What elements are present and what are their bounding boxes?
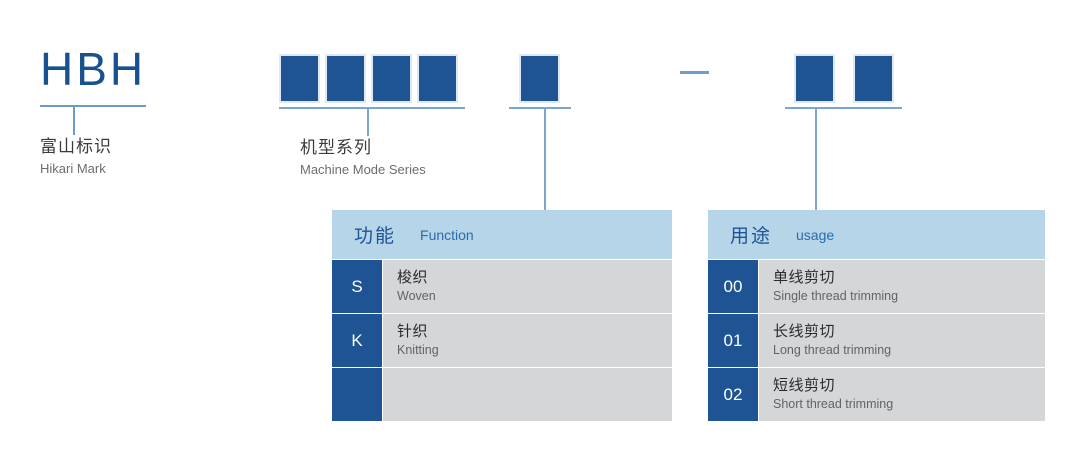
table-row[interactable]: 00 单线剪切 Single thread trimming (708, 260, 1045, 313)
usage-row-cn: 长线剪切 (773, 323, 836, 340)
series-caption-en: Machine Mode Series (300, 162, 426, 177)
function-row-code: K (332, 314, 382, 367)
usage-connector-stem (815, 107, 817, 212)
table-row[interactable]: 01 长线剪切 Long thread trimming (708, 314, 1045, 367)
function-header-cn: 功能 (354, 226, 397, 247)
function-connector-stem (544, 107, 546, 212)
separator-dash (680, 71, 709, 74)
brand-code-text: HBH (40, 43, 147, 95)
function-table-header: 功能 Function (332, 210, 672, 259)
table-row[interactable]: K 针织 Knitting (332, 314, 672, 367)
brand-bracket-line (40, 105, 146, 107)
series-bracket-line (279, 107, 465, 109)
usage-header-cn: 用途 (730, 226, 773, 247)
usage-row-desc: 单线剪切 Single thread trimming (759, 260, 1045, 313)
function-bracket-line (509, 107, 571, 109)
function-row-code (332, 368, 382, 421)
usage-box-2[interactable] (853, 54, 894, 103)
series-box-1[interactable] (279, 54, 320, 103)
usage-row-desc: 短线剪切 Short thread trimming (759, 368, 1045, 421)
function-row-en: Knitting (397, 343, 439, 357)
table-row[interactable]: S 梭织 Woven (332, 260, 672, 313)
usage-row-en: Short thread trimming (773, 397, 894, 411)
usage-box-1[interactable] (794, 54, 835, 103)
usage-row-code: 02 (708, 368, 758, 421)
function-row-desc: 梭织 Woven (383, 260, 672, 313)
usage-table: 用途 usage 00 单线剪切 Single thread trimming … (708, 210, 1045, 421)
function-box[interactable] (519, 54, 560, 103)
series-caption-cn: 机型系列 (300, 138, 372, 157)
series-box-2[interactable] (325, 54, 366, 103)
function-row-cn: 梭织 (397, 269, 429, 286)
function-row-desc: 针织 Knitting (383, 314, 672, 367)
brand-connector-stem (73, 107, 75, 135)
function-row-code: S (332, 260, 382, 313)
table-row[interactable]: 02 短线剪切 Short thread trimming (708, 368, 1045, 421)
table-row (332, 368, 672, 421)
brand-caption: 富山标识 Hikari Mark (40, 136, 112, 178)
function-row-en: Woven (397, 289, 436, 303)
function-table: 功能 Function S 梭织 Woven K 针织 Knitting (332, 210, 672, 421)
usage-row-cn: 短线剪切 (773, 377, 836, 394)
series-connector-stem (367, 107, 369, 136)
usage-bracket-line (785, 107, 902, 109)
function-row-cn: 针织 (397, 323, 429, 340)
usage-row-desc: 长线剪切 Long thread trimming (759, 314, 1045, 367)
usage-row-en: Single thread trimming (773, 289, 899, 303)
brand-caption-en: Hikari Mark (40, 161, 106, 176)
series-caption: 机型系列 Machine Mode Series (300, 137, 426, 179)
function-header-en: Function (420, 226, 474, 243)
usage-row-cn: 单线剪切 (773, 269, 836, 286)
usage-table-header: 用途 usage (708, 210, 1045, 259)
usage-row-code: 01 (708, 314, 758, 367)
usage-header-en: usage (796, 226, 835, 243)
function-row-desc (383, 368, 672, 421)
usage-row-code: 00 (708, 260, 758, 313)
series-box-4[interactable] (417, 54, 458, 103)
usage-row-en: Long thread trimming (773, 343, 892, 357)
brand-caption-cn: 富山标识 (40, 137, 112, 156)
series-box-3[interactable] (371, 54, 412, 103)
